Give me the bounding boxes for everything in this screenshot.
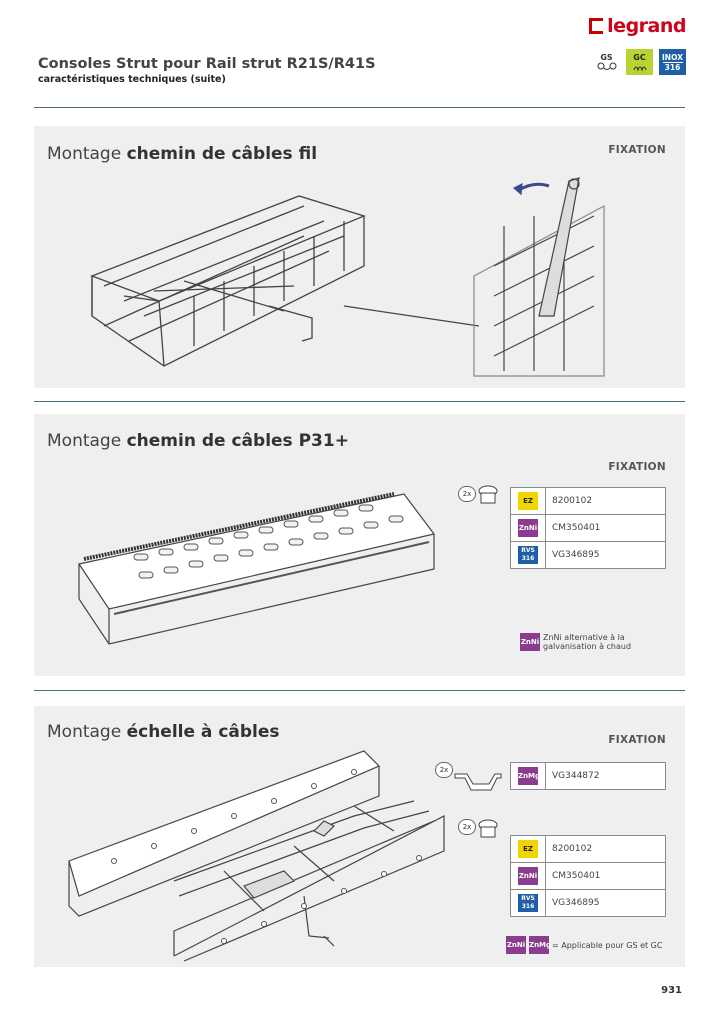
finish-note: ZnNi ZnMg = Applicable pour GS et GC: [506, 936, 662, 954]
znni-chip: ZnNi: [520, 633, 540, 651]
table-row: EZ 8200102: [510, 487, 666, 515]
clamp-icon: [454, 773, 502, 791]
table-row: ZnNi CM350401: [510, 514, 666, 542]
rvs-chip-cell: RVS 316: [510, 889, 546, 917]
section-title-bold: chemin de câbles fil: [126, 144, 318, 164]
znni-note: ZnNi ZnNi alternative à la galvanisation…: [520, 633, 675, 651]
section-p31-title: Montage chemin de câbles P31+: [47, 431, 349, 451]
section-p31-tray: Montage chemin de câbles P31+ FIXATION 2…: [34, 414, 685, 676]
wire-tray-illustration: [90, 177, 605, 377]
gs-icon: [597, 62, 616, 70]
section-title-bold: chemin de câbles P31+: [126, 431, 349, 451]
reference-cell: VG344872: [545, 762, 666, 790]
znmg-chip: ZnMg: [518, 767, 540, 785]
page-number: 931: [661, 985, 682, 996]
section-title-plain: Montage: [47, 144, 127, 164]
section-ladder: Montage échelle à câbles FIXATION 2x ZnM…: [34, 706, 685, 967]
inox-badge-top: INOX: [662, 52, 683, 62]
finish-badges: GS GC INOX 316: [593, 49, 686, 75]
fixation-table-clamp: ZnMg VG344872: [510, 762, 666, 790]
fixation-label: FIXATION: [608, 734, 666, 746]
znni-chip: ZnNi: [518, 867, 538, 885]
gc-badge-label: GC: [633, 53, 646, 62]
znmg-chip: ZnMg: [529, 936, 551, 954]
nut-icon: [478, 819, 498, 838]
section-separator-1: [34, 401, 685, 402]
znni-note-text: ZnNi alternative à la galvanisation à ch…: [543, 633, 632, 651]
reference-cell: VG346895: [545, 541, 666, 569]
reference-cell: VG346895: [545, 889, 666, 917]
gc-badge: GC: [626, 49, 653, 75]
gs-badge-label: GS: [600, 53, 613, 62]
section-separator-2: [34, 690, 685, 691]
nut-icon: [478, 485, 498, 504]
quantity-badge: 2x: [458, 819, 476, 835]
finish-note-text: = Applicable pour GS et GC: [552, 940, 663, 950]
quantity-badge: 2x: [458, 486, 476, 502]
rvs-chip: RVS 316: [518, 894, 538, 912]
gc-icon: [633, 66, 646, 72]
znni-chip-cell: ZnNi: [510, 514, 546, 542]
fixation-label: FIXATION: [608, 461, 666, 473]
p31-tray-illustration: [78, 492, 436, 645]
znni-chip: ZnNi: [518, 519, 538, 537]
znmg-chip-cell: ZnMg: [510, 762, 546, 790]
page-subtitle: caractéristiques techniques (suite): [38, 74, 226, 85]
rvs-chip-cell: RVS 316: [510, 541, 546, 569]
section-title-plain: Montage: [47, 722, 127, 742]
section-title-plain: Montage: [47, 431, 127, 451]
table-row: ZnMg VG344872: [510, 762, 666, 790]
quantity-badge: 2x: [435, 762, 453, 778]
rvs-chip: RVS 316: [518, 546, 538, 564]
ez-chip-cell: EZ: [510, 835, 546, 863]
header-separator: [34, 107, 685, 108]
ladder-illustration: [68, 750, 445, 962]
fixation-label: FIXATION: [608, 144, 666, 156]
section-wire-tray-title: Montage chemin de câbles fil: [47, 144, 317, 164]
table-row: EZ 8200102: [510, 835, 666, 863]
section-ladder-title: Montage échelle à câbles: [47, 722, 280, 742]
legrand-logo-mark: [589, 18, 604, 34]
table-row: ZnNi CM350401: [510, 862, 666, 890]
reference-cell: 8200102: [545, 835, 666, 863]
fixation-table: EZ 8200102 ZnNi CM350401 RVS 316 VG34689…: [510, 487, 666, 569]
table-row: RVS 316 VG346895: [510, 541, 666, 569]
inox-badge-bottom: 316: [662, 61, 683, 72]
inox-badge: INOX 316: [659, 49, 686, 75]
reference-cell: 8200102: [545, 487, 666, 515]
gs-badge: GS: [593, 49, 620, 75]
ez-chip-cell: EZ: [510, 487, 546, 515]
znni-chip-cell: ZnNi: [510, 862, 546, 890]
reference-cell: CM350401: [545, 862, 666, 890]
ez-chip: EZ: [518, 840, 538, 858]
table-row: RVS 316 VG346895: [510, 889, 666, 917]
legrand-logo-text: legrand: [607, 15, 686, 37]
section-title-bold: échelle à câbles: [126, 722, 280, 742]
legrand-logo: legrand: [589, 15, 686, 37]
section-wire-tray: Montage chemin de câbles fil FIXATION: [34, 126, 685, 388]
fixation-table-nut: EZ 8200102 ZnNi CM350401 RVS 316 VG34689…: [510, 835, 666, 917]
page-title: Consoles Strut pour Rail strut R21S/R41S: [38, 56, 376, 72]
ez-chip: EZ: [518, 492, 538, 510]
znni-chip: ZnNi: [506, 936, 526, 954]
reference-cell: CM350401: [545, 514, 666, 542]
